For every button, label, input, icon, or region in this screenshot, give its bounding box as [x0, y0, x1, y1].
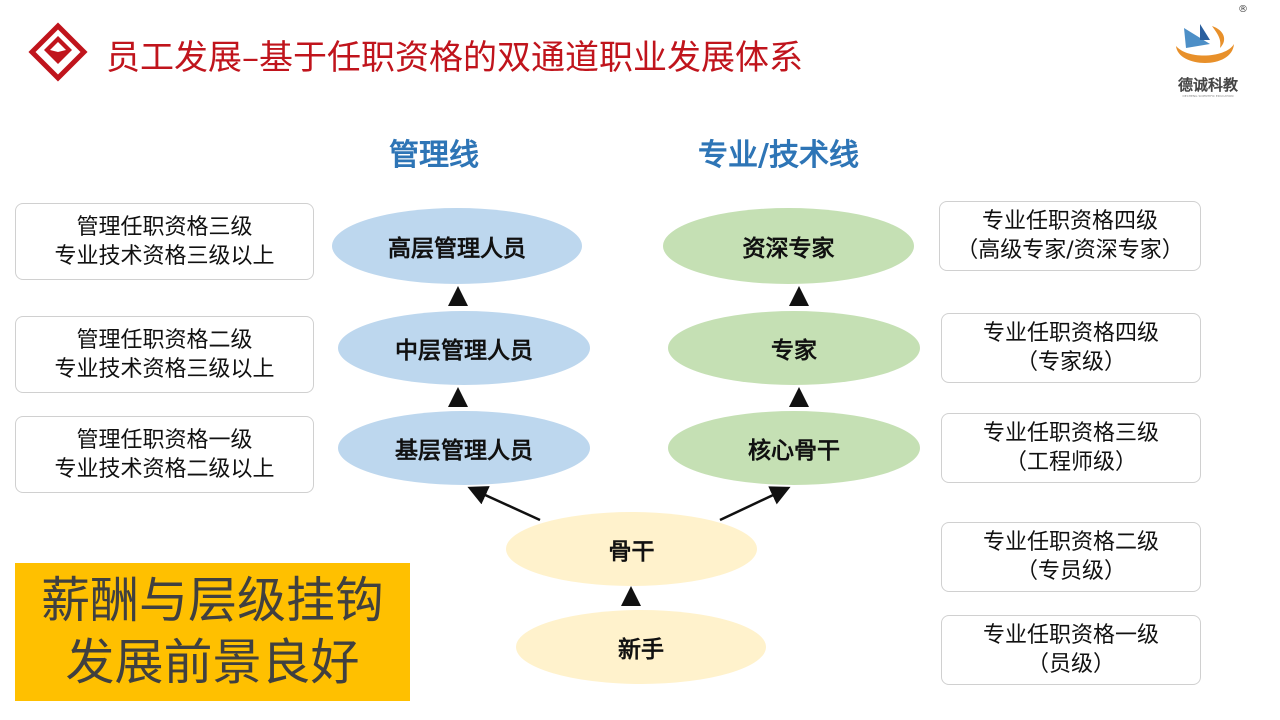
brand-emblem-icon [1176, 24, 1234, 63]
prof-requirement-core: 专业任职资格三级 （工程师级） [941, 413, 1201, 483]
requirement-line: 专业任职资格二级 [982, 530, 1159, 555]
brand-name: 德诚科教 [1177, 76, 1238, 94]
requirement-line: 专业技术资格三级以上 [54, 356, 275, 382]
professional-line-heading: 专业/技术线 [698, 138, 859, 173]
node-senior-expert: 资深专家 [663, 208, 914, 284]
requirement-line: 管理任职资格三级 [76, 214, 253, 240]
brand-subtitle: DECHENG SCIENTIFIC EDUCATION [1182, 94, 1234, 98]
prof-requirement-expert: 专业任职资格四级 （专家级） [941, 313, 1201, 383]
mgmt-requirement-senior: 管理任职资格三级 专业技术资格三级以上 [15, 203, 314, 280]
requirement-line: 专业任职资格一级 [982, 623, 1159, 648]
requirement-line: 专业任职资格四级 [982, 321, 1159, 346]
node-expert: 专家 [668, 311, 920, 385]
management-line-heading: 管理线 [389, 138, 479, 173]
arrow-backbone-to-prof [719, 486, 791, 522]
requirement-line: （员级） [1026, 652, 1115, 677]
requirement-line: 专业技术资格三级以上 [54, 243, 275, 269]
requirement-line: （专家级） [1015, 350, 1126, 375]
requirement-line: 管理任职资格一级 [76, 427, 253, 453]
requirement-line: 管理任职资格二级 [76, 327, 253, 353]
prof-requirement-backbone: 专业任职资格二级 （专员级） [941, 522, 1201, 592]
node-newcomer: 新手 [516, 610, 766, 684]
prof-requirement-senior-expert: 专业任职资格四级 （高级专家/资深专家） [939, 201, 1201, 271]
node-junior-manager: 基层管理人员 [338, 411, 590, 485]
requirement-line: 专业任职资格四级 [981, 209, 1158, 234]
requirement-line: 专业任职资格三级 [982, 421, 1159, 446]
node-middle-manager: 中层管理人员 [338, 311, 590, 385]
page-title: 员工发展–基于任职资格的双通道职业发展体系 [106, 38, 803, 78]
prof-requirement-newcomer: 专业任职资格一级 （员级） [941, 615, 1201, 685]
registered-mark: ® [1238, 4, 1248, 15]
requirement-line: （工程师级） [1004, 450, 1137, 475]
slogan-box: 薪酬与层级挂钩 发展前景良好 [15, 563, 410, 701]
brand-logo: 德诚科教 DECHENG SCIENTIFIC EDUCATION [1168, 14, 1250, 98]
slogan-line: 发展前景良好 [65, 634, 360, 691]
requirement-line: 专业技术资格二级以上 [54, 456, 275, 482]
slogan-line: 薪酬与层级挂钩 [40, 572, 384, 629]
node-backbone: 骨干 [506, 512, 757, 586]
requirement-line: （专员级） [1015, 559, 1126, 584]
node-core-backbone: 核心骨干 [668, 411, 920, 485]
arrow-backbone-to-mgmt [467, 486, 541, 522]
mgmt-requirement-junior: 管理任职资格一级 专业技术资格二级以上 [15, 416, 314, 493]
mgmt-requirement-middle: 管理任职资格二级 专业技术资格三级以上 [15, 316, 314, 393]
diamond-logo-icon [28, 22, 88, 82]
requirement-line: （高级专家/资深专家） [956, 238, 1184, 263]
node-senior-manager: 高层管理人员 [332, 208, 582, 284]
